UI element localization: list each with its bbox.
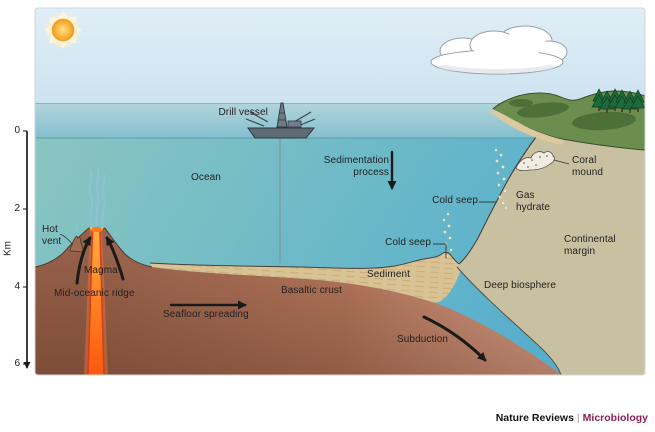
axis-tick-0: 0: [14, 125, 20, 136]
label-hot-vent: Hot vent: [42, 224, 62, 247]
label-cold-seep-upper: Cold seep: [432, 195, 478, 206]
label-cold-seep-lower: Cold seep: [385, 237, 431, 248]
continental-margin-wedge: [456, 136, 645, 375]
vent-smoke-plume-icon: [75, 168, 106, 238]
journal-brand: Nature Reviews: [495, 412, 574, 424]
coastal-land: [490, 88, 645, 151]
label-basaltic-crust: Basaltic crust: [281, 285, 342, 296]
drill-vessel-icon: [245, 102, 316, 139]
sediment-layer: [149, 251, 462, 303]
axis-tick-2: 2: [14, 203, 20, 214]
journal-name: Microbiology: [582, 412, 648, 424]
journal-credit: Nature Reviews|Microbiology: [400, 412, 648, 424]
magma-column: [84, 226, 108, 375]
label-ocean: Ocean: [191, 172, 221, 183]
label-subduction: Subduction: [397, 334, 449, 345]
coral-mound-icon: [515, 151, 555, 171]
cloud-icon: [430, 25, 568, 75]
hot-vent-chimney: [69, 235, 85, 253]
label-gas-hydrate: Gas hydrate: [516, 190, 551, 213]
beach-strip: [490, 109, 564, 145]
subduction-arrow: [422, 315, 487, 362]
label-coral-mound: Coral mound: [572, 155, 604, 178]
axis-unit-label: Km: [2, 241, 14, 256]
label-magma: Magma: [84, 265, 118, 276]
journal-separator: |: [576, 412, 580, 424]
label-sediment: Sediment: [367, 269, 411, 280]
label-pointer-lines: [59, 159, 570, 258]
axis-tick-6: 6: [14, 358, 20, 369]
label-continental-margin: Continental margin: [564, 234, 616, 257]
label-drill-vessel: Drill vessel: [218, 107, 268, 118]
cold-seep-bubbles-upper: [494, 148, 508, 210]
label-seafloor-spreading: Seafloor spreading: [163, 309, 249, 320]
magma-arrow-right: [105, 236, 125, 281]
label-mid-oceanic-ridge: Mid-oceanic ridge: [54, 288, 135, 299]
panel-border: [34, 7, 646, 376]
magma-arrow-left: [75, 236, 92, 285]
axis-tick-4: 4: [14, 281, 20, 292]
process-arrows: [75, 150, 487, 362]
depth-axis: [23, 130, 31, 369]
label-sedimentation-process: Sedimentation process: [323, 155, 389, 178]
sun-icon: [44, 11, 82, 49]
label-deep-biosphere: Deep biosphere: [484, 280, 557, 291]
